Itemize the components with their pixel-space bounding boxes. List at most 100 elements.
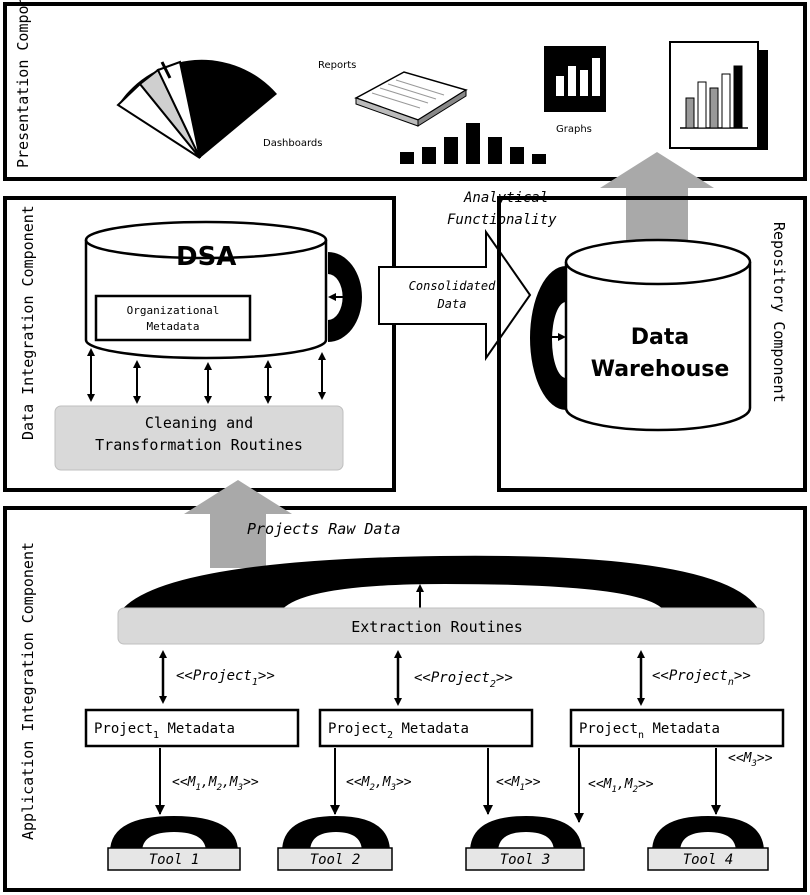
warehouse-line-1: Data bbox=[631, 325, 689, 350]
presentation-label: Presentation Component bbox=[14, 0, 32, 168]
raw-data-arrow bbox=[184, 480, 292, 568]
tool-2-box bbox=[277, 847, 393, 871]
model-label-2-s2: 3 bbox=[390, 783, 396, 793]
repository-frame bbox=[497, 196, 807, 492]
tool-1-arch bbox=[110, 816, 238, 852]
project-2-label-sub: 2 bbox=[490, 679, 496, 690]
model-label-5-p0: <<M bbox=[728, 751, 753, 766]
project-2-metadata-box bbox=[318, 708, 534, 748]
dashboards-label: Dashboards bbox=[263, 138, 322, 149]
graphs-label: Graphs bbox=[556, 124, 592, 135]
model-label-4-s2: 2 bbox=[633, 785, 638, 795]
organizational-metadata-line-2: Metadata bbox=[147, 320, 200, 333]
project-n-label-sub: n bbox=[728, 677, 734, 688]
tool-1-box bbox=[107, 847, 241, 871]
tool-4-arch bbox=[652, 816, 764, 852]
projects-raw-data-label: Projects Raw Data bbox=[247, 520, 401, 538]
project-n-label: <<Projectn>> bbox=[652, 668, 751, 688]
model-label-3-s1: 1 bbox=[519, 783, 524, 793]
tool-1-label: Tool 1 bbox=[149, 852, 200, 868]
model-label-2-p1: ,M bbox=[375, 775, 392, 790]
tool-1: Tool 1 bbox=[107, 816, 241, 871]
model-label-4-p0: <<M bbox=[588, 777, 613, 792]
model-label-3-p0: <<M bbox=[496, 775, 521, 790]
application-integration-component: Application Integration Component bbox=[3, 506, 807, 892]
presentation-component: Presentation Component Dashboards Report… bbox=[3, 0, 807, 181]
model-label-3: <<M1>> bbox=[496, 775, 541, 793]
extraction-project-arrows bbox=[159, 650, 645, 706]
project-1-label-suffix: >> bbox=[258, 668, 275, 684]
model-label-2-p2: >> bbox=[396, 775, 412, 790]
cleaning-line-1: Cleaning and bbox=[145, 414, 253, 432]
model-label-1: <<M1,M2,M3>> bbox=[172, 775, 259, 793]
bar-chart-document-icon bbox=[669, 41, 768, 150]
project-2-label: <<Project2>> bbox=[414, 670, 513, 690]
extraction-routines-label: Extraction Routines bbox=[351, 618, 523, 636]
analytical-functionality-line-2: Functionality bbox=[447, 212, 557, 228]
tool-4-label: Tool 4 bbox=[683, 852, 734, 868]
tool-3-label: Tool 3 bbox=[500, 852, 551, 868]
model-label-1-s2: 2 bbox=[217, 783, 222, 793]
data-integration-frame bbox=[3, 196, 396, 492]
repository-label: Repository Component bbox=[770, 222, 788, 403]
tool-3-arch bbox=[470, 816, 582, 852]
project-2-metadata-a: Project bbox=[328, 721, 387, 737]
project-n-metadata-box bbox=[569, 708, 785, 748]
extraction-arch bbox=[120, 555, 760, 612]
project-1-metadata-box bbox=[84, 708, 300, 748]
application-integration-frame bbox=[3, 506, 807, 892]
data-warehouse-cylinder bbox=[564, 238, 752, 432]
model-label-2-s1: 2 bbox=[369, 783, 374, 793]
project-2-label-prefix: <<Project bbox=[414, 670, 490, 686]
model-label-1-p3: >> bbox=[243, 775, 259, 790]
project-2-metadata-sub: 2 bbox=[387, 730, 393, 741]
project-2-label-suffix: >> bbox=[496, 670, 513, 686]
project-1-label-sub: 1 bbox=[252, 677, 258, 688]
data-integration-component: Data Integration Component DSA Organizat… bbox=[3, 196, 396, 492]
data-integration-label: Data Integration Component bbox=[19, 205, 37, 440]
model-label-3-p1: >> bbox=[525, 775, 541, 790]
model-label-5: <<M3>> bbox=[728, 751, 773, 769]
model-label-4: <<M1,M2>> bbox=[588, 777, 654, 795]
project-n-label-prefix: <<Project bbox=[652, 668, 728, 684]
cleaning-transformation-box bbox=[54, 405, 344, 471]
histogram-icon bbox=[400, 123, 546, 164]
tool-4: Tool 4 bbox=[647, 816, 769, 871]
extraction-routines-box bbox=[117, 607, 765, 645]
consolidated-line-1: Consolidated bbox=[409, 279, 496, 293]
application-integration-label: Application Integration Component bbox=[19, 542, 37, 840]
project-n-label-suffix: >> bbox=[734, 668, 751, 684]
model-label-4-s1: 1 bbox=[611, 785, 616, 795]
organizational-metadata-box bbox=[94, 294, 252, 342]
model-label-5-p1: >> bbox=[757, 751, 773, 766]
model-label-1-s1: 1 bbox=[195, 783, 200, 793]
model-label-1-p2: ,M bbox=[222, 775, 239, 790]
tool-3-box bbox=[465, 847, 585, 871]
project-1-metadata-sub: 1 bbox=[153, 730, 159, 741]
dsa-cleaning-arrows bbox=[87, 348, 326, 404]
tool-4-box bbox=[647, 847, 769, 871]
consolidated-line-2: Data bbox=[437, 297, 467, 311]
metadata-tool-arrows bbox=[155, 748, 721, 823]
repository-component: Repository Component Data Warehouse bbox=[497, 196, 807, 492]
model-label-2-p0: <<M bbox=[346, 775, 371, 790]
project-n-metadata-sub: n bbox=[638, 730, 644, 741]
tool-3: Tool 3 bbox=[465, 816, 585, 871]
model-label-1-s3: 3 bbox=[237, 783, 243, 793]
project-1-metadata-a: Project bbox=[94, 721, 153, 737]
dashboard-fan-icon bbox=[116, 59, 277, 159]
cleaning-line-2: Transformation Routines bbox=[95, 436, 303, 454]
project-1-metadata-label: Project1 Metadata bbox=[94, 721, 235, 741]
tool-2-arch bbox=[282, 816, 390, 852]
graphs-icon bbox=[544, 46, 606, 112]
reports-icon bbox=[354, 71, 468, 127]
project-2-metadata-b: Metadata bbox=[393, 721, 469, 737]
project-2-metadata-label: Project2 Metadata bbox=[328, 721, 469, 741]
tool-2: Tool 2 bbox=[277, 816, 393, 871]
project-n-metadata-label: Projectn Metadata bbox=[579, 721, 720, 741]
model-label-5-s1: 3 bbox=[750, 759, 756, 769]
project-1-metadata-b: Metadata bbox=[159, 721, 235, 737]
model-label-1-p1: ,M bbox=[201, 775, 218, 790]
tool-2-label: Tool 2 bbox=[310, 852, 361, 868]
project-n-metadata-a: Project bbox=[579, 721, 638, 737]
